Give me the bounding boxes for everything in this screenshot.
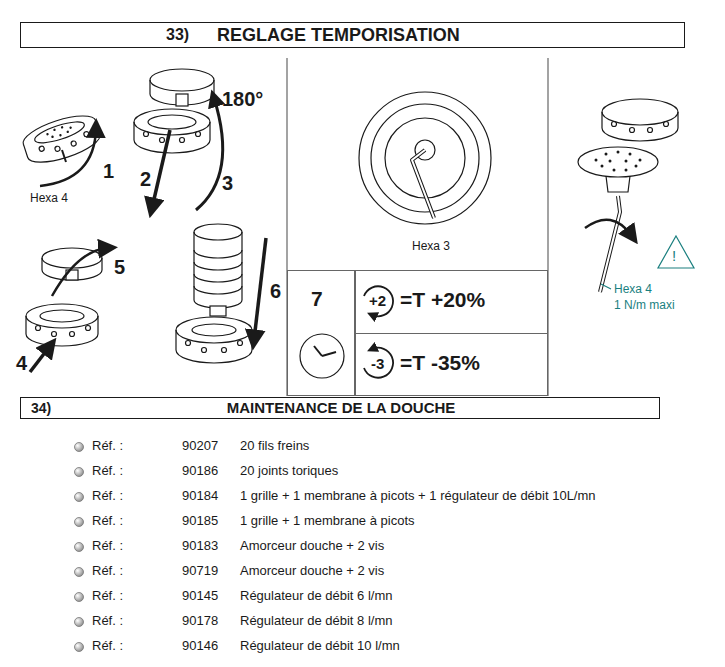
ref-number: 90184 <box>182 489 218 504</box>
part-description: Régulateur de débit 8 l/mn <box>240 614 392 629</box>
ref-label: Réf. : <box>92 639 123 654</box>
ref-label: Réf. : <box>92 539 123 554</box>
part-description: 1 grille + 1 membrane à picots <box>240 514 415 529</box>
part-description: 1 grille + 1 membrane à picots + 1 régul… <box>240 489 596 504</box>
ref-label: Réf. : <box>92 564 123 579</box>
ref-label: Réf. : <box>92 464 123 479</box>
part-description: Régulateur de débit 6 l/mn <box>240 589 392 604</box>
section-header: 33) REGLAGE TEMPORISATION <box>20 22 685 48</box>
part-description: Amorceur douche + 2 vis <box>240 564 384 579</box>
callout-number: 1 <box>103 160 114 183</box>
part-description: Régulateur de débit 10 l/mn <box>240 639 400 654</box>
step-number: 7 <box>311 287 323 311</box>
timing-result: =T -35% <box>400 351 480 375</box>
ref-label: Réf. : <box>92 489 123 504</box>
tool-label: Hexa 4 <box>614 283 652 297</box>
ref-number: 90719 <box>182 564 218 579</box>
ref-number: 90183 <box>182 539 218 554</box>
ref-label: Réf. : <box>92 514 123 529</box>
section-number: 34) <box>31 400 51 416</box>
ref-number: 90207 <box>182 439 218 454</box>
ref-number: 90185 <box>182 514 218 529</box>
ref-number: 90178 <box>182 614 218 629</box>
section-header: 34) MAINTENANCE DE LA DOUCHE <box>20 397 660 419</box>
timing-cell: -3 =T -35% <box>355 333 548 396</box>
callout-number: 6 <box>270 280 281 303</box>
torque-label: 1 N/m maxi <box>614 299 675 313</box>
ref-number: 90145 <box>182 589 218 604</box>
adjust-value: +2 <box>369 292 386 309</box>
warning-mark: ! <box>672 247 676 264</box>
ref-label: Réf. : <box>92 439 123 454</box>
tool-label: Hexa 4 <box>30 192 68 206</box>
ref-number: 90186 <box>182 464 218 479</box>
adjust-value: -3 <box>371 355 384 372</box>
section-title: MAINTENANCE DE LA DOUCHE <box>227 399 456 416</box>
callout-number: 4 <box>16 352 27 375</box>
tool-label: Hexa 3 <box>412 240 450 254</box>
callout-number: 5 <box>114 256 125 279</box>
timing-cell: +2 =T +20% <box>355 270 548 334</box>
ref-label: Réf. : <box>92 589 123 604</box>
angle-label: 180° <box>222 88 263 111</box>
part-description: Amorceur douche + 2 vis <box>240 539 384 554</box>
part-description: 20 joints toriques <box>240 464 338 479</box>
step-cell: 7 <box>287 270 355 396</box>
callout-number: 3 <box>222 172 233 195</box>
section-number: 33) <box>166 26 189 44</box>
section-title: REGLAGE TEMPORISATION <box>217 25 460 46</box>
timing-result: =T +20% <box>400 288 485 312</box>
ref-label: Réf. : <box>92 614 123 629</box>
part-description: 20 fils freins <box>240 439 309 454</box>
ref-number: 90146 <box>182 639 218 654</box>
callout-number: 2 <box>140 168 151 191</box>
